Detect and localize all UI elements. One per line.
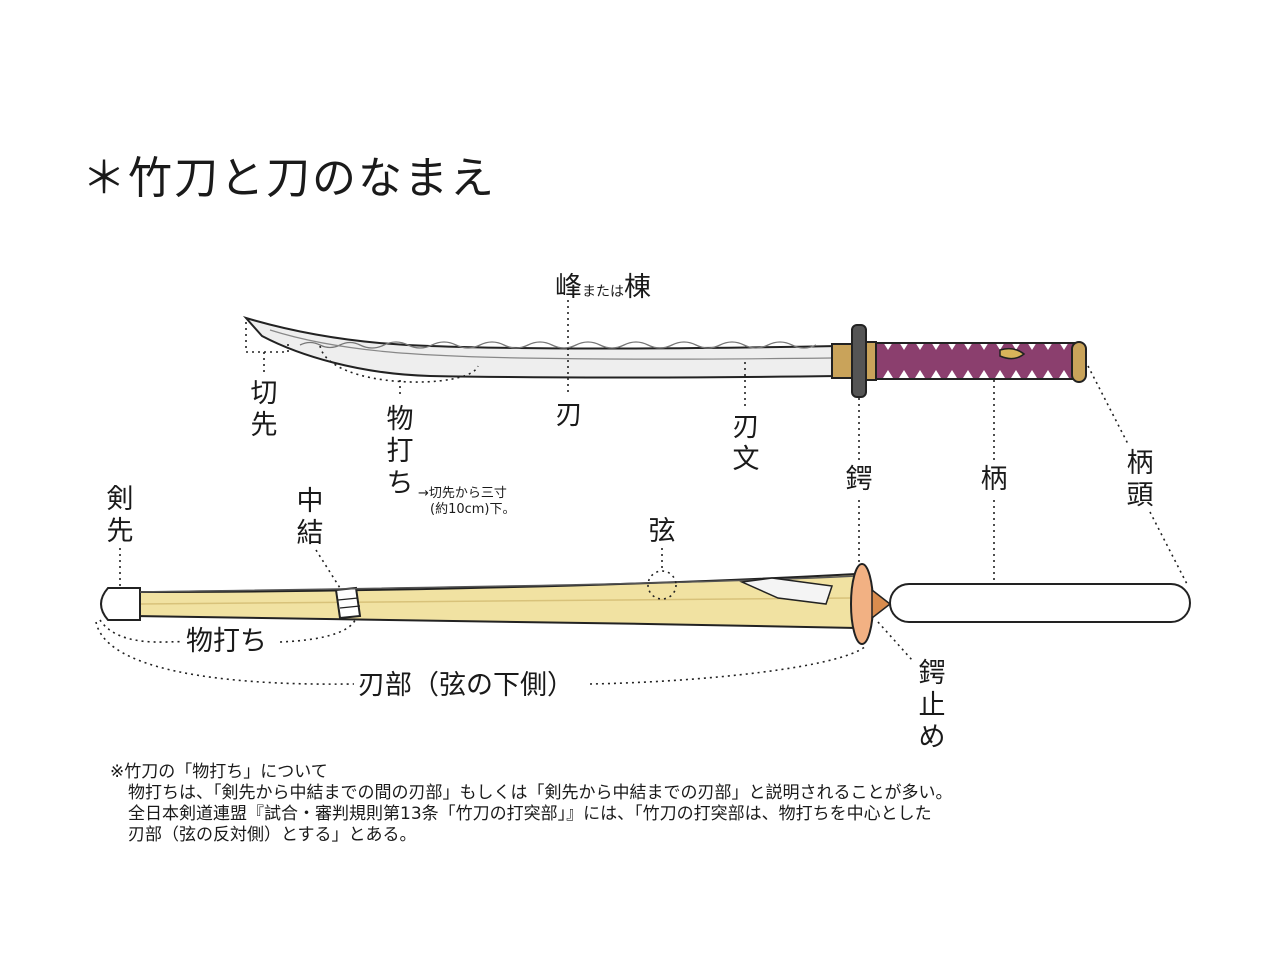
- label-tsuka: 柄: [980, 464, 1008, 495]
- label-katana-monouchi: 物打ち: [386, 404, 414, 499]
- katana: [242, 316, 1087, 398]
- label-monouchi-note-1: →切先から三寸: [418, 486, 507, 501]
- label-mine-a: 峰: [555, 272, 582, 303]
- katana-tsuba: [851, 324, 867, 398]
- label-shinai-monouchi: 物打ち: [186, 626, 267, 657]
- katana-blade: [242, 316, 839, 379]
- label-tsuru: 弦: [648, 516, 676, 547]
- footnote-heading: ※竹刀の「物打ち」について: [110, 762, 328, 782]
- katana-tsuka: [875, 342, 1075, 380]
- katana-kashira: [1071, 341, 1087, 383]
- footnote-line-3: 刃部（弦の反対側）とする」とある。: [128, 825, 417, 845]
- label-mine-b: 棟: [624, 272, 651, 303]
- shinai-nakayui: [334, 586, 362, 620]
- shinai-sakigawa: [100, 587, 141, 621]
- footnote-line-2: 全日本剣道連盟『試合・審判規則第13条「竹刀の打突部」』には、「竹刀の打突部は、…: [128, 804, 932, 824]
- label-nakayui: 中結: [296, 486, 324, 549]
- footnote-line-1: 物打ちは、「剣先から中結までの間の刃部」もしくは「剣先から中結までの刃部」と説明…: [128, 783, 953, 803]
- katana-fuchi: [865, 341, 877, 381]
- label-mine: 峰または棟: [555, 272, 651, 308]
- shinai-tsubadome: [871, 588, 892, 620]
- label-tsubadome: 鍔止め: [918, 658, 946, 753]
- label-tsukagashira: 柄頭: [1126, 448, 1154, 511]
- footnote: ※竹刀の「物打ち」について 物打ちは、「剣先から中結までの間の刃部」もしくは「剣…: [110, 762, 953, 846]
- katana-menuki: [999, 347, 1026, 360]
- shinai-leader-lines: [95, 548, 913, 685]
- label-tsuba: 鍔: [845, 464, 873, 495]
- katana-leader-lines: [245, 300, 1189, 587]
- label-kissaki: 切先: [250, 378, 278, 441]
- shinai-tsuba: [850, 563, 874, 645]
- label-monouchi-note-2: (約10cm)下。: [430, 502, 516, 517]
- shinai: [100, 563, 1191, 645]
- label-ha: 刃: [555, 400, 583, 431]
- shinai-tsuru-tie: [739, 577, 833, 605]
- page-title: ＊竹刀と刀のなまえ: [82, 153, 496, 204]
- katana-hamon: [299, 341, 817, 349]
- shinai-tsuka: [889, 583, 1191, 623]
- label-kensen: 剣先: [106, 484, 134, 547]
- label-jinbu: 刃部（弦の下側）: [358, 670, 574, 701]
- label-hamon: 刃文: [732, 412, 760, 475]
- label-mine-or: または: [582, 284, 624, 300]
- katana-shinogi: [269, 329, 833, 360]
